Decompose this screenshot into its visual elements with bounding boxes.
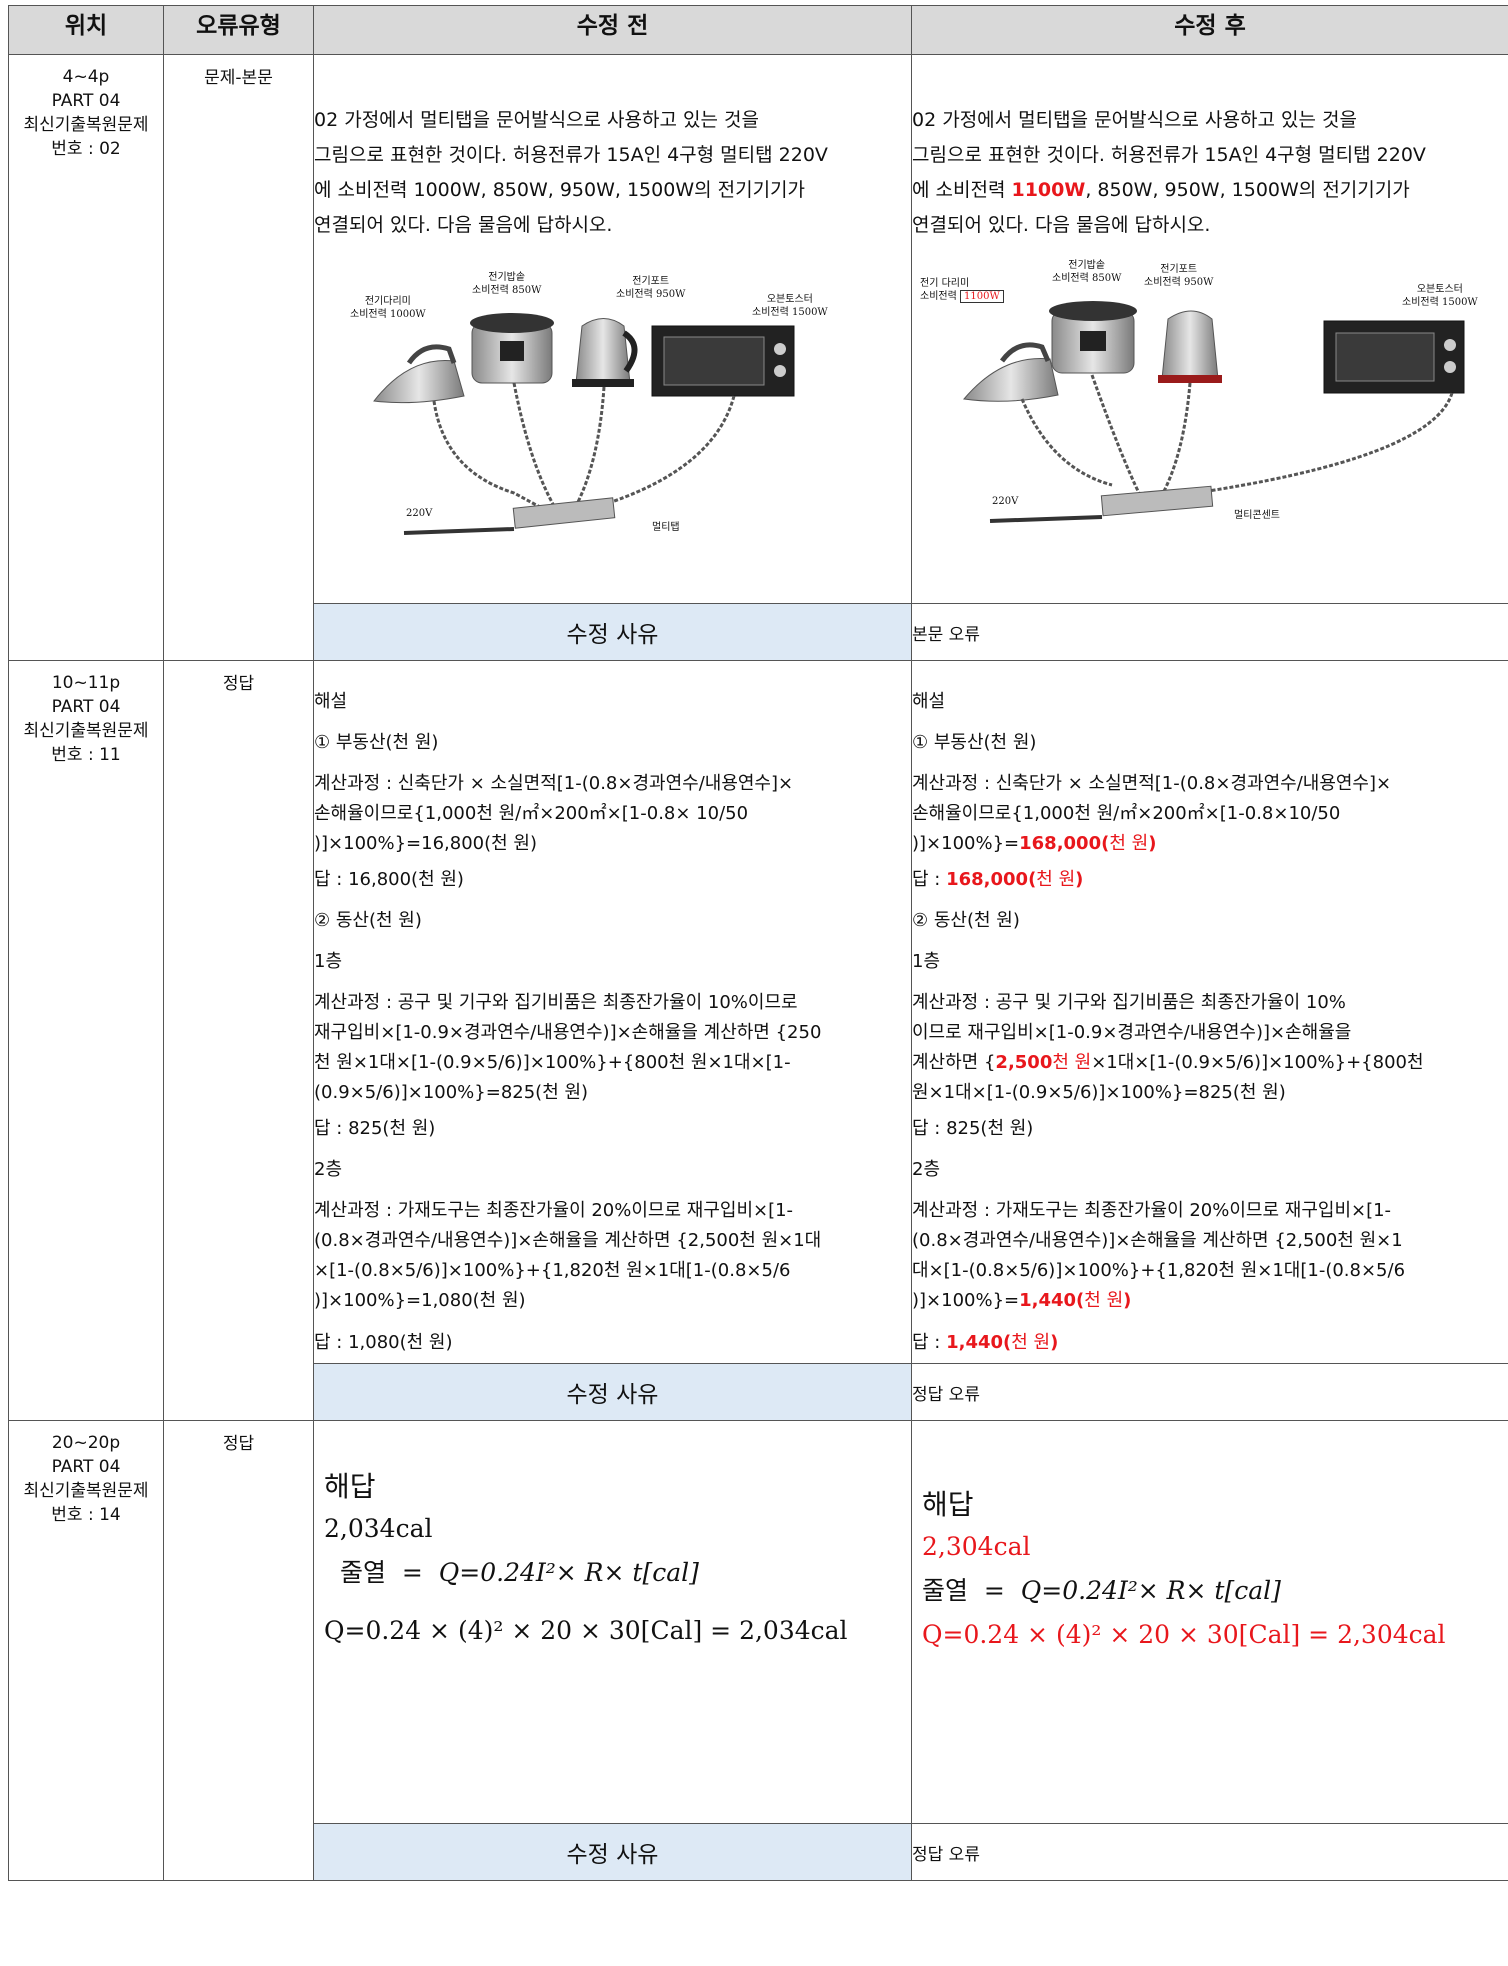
header-error-type: 오류유형 bbox=[163, 5, 314, 55]
rice-cooker-icon bbox=[470, 313, 554, 384]
before-cell: 02 가정에서 멀티탭을 문어발식으로 사용하고 있는 것을 그림으로 표현한 … bbox=[313, 54, 912, 604]
electric-pot-icon bbox=[1158, 310, 1222, 383]
location-cell: 10~11p PART 04 최신기출복원문제 번호 : 11 bbox=[8, 660, 164, 1421]
reason-value: 정답 오류 bbox=[911, 1363, 1508, 1421]
error-type-cell: 문제-본문 bbox=[163, 54, 314, 661]
reason-label: 수정 사유 bbox=[313, 603, 912, 661]
toaster-icon bbox=[651, 325, 795, 397]
after-cell: 02 가정에서 멀티탭을 문어발식으로 사용하고 있는 것을 그림으로 표현한 … bbox=[911, 54, 1508, 604]
header-row: 위치 오류유형 수정 전 수정 후 bbox=[8, 5, 1508, 55]
rice-cooker-icon bbox=[1049, 301, 1137, 374]
multitap-icon bbox=[512, 497, 616, 529]
location-cell: 4~4p PART 04 최신기출복원문제 번호 : 02 bbox=[8, 54, 164, 661]
question-text: 02 가정에서 멀티탭을 문어발식으로 사용하고 있는 것을 그림으로 표현한 … bbox=[912, 109, 1426, 236]
table-row: 4~4p PART 04 최신기출복원문제 번호 : 02 문제-본문 02 가… bbox=[8, 54, 1508, 661]
iron-icon bbox=[373, 344, 465, 404]
electric-pot-icon bbox=[572, 318, 638, 387]
question-text: 02 가정에서 멀티탭을 문어발식으로 사용하고 있는 것을 그림으로 표현한 … bbox=[314, 109, 828, 236]
errata-table: 위치 오류유형 수정 전 수정 후 4~4p PART 04 최신기출복원문제 … bbox=[8, 5, 1508, 1881]
iron-icon bbox=[963, 342, 1059, 402]
header-after: 수정 후 bbox=[911, 5, 1508, 55]
after-cell: 해답 2,304cal 줄열 = Q=0.24I²× R× t[cal] Q=0… bbox=[911, 1420, 1508, 1824]
location-cell: 20~20p PART 04 최신기출복원문제 번호 : 14 bbox=[8, 1420, 164, 1881]
reason-label: 수정 사유 bbox=[313, 1823, 912, 1881]
before-cell: 해설 ① 부동산(천 원) 계산과정 : 신축단가 × 소실면적[1-(0.8×… bbox=[313, 660, 912, 1364]
before-cell: 해답 2,034cal 줄열 = Q=0.24I²× R× t[cal] Q=0… bbox=[313, 1420, 912, 1824]
appliances-drawing bbox=[373, 313, 795, 535]
reason-row: 수정 사유 정답 오류 bbox=[9, 1363, 1508, 1421]
appliances-drawing bbox=[963, 301, 1465, 523]
error-type-cell: 정답 bbox=[163, 660, 314, 1421]
table-row: 10~11p PART 04 최신기출복원문제 번호 : 11 정답 해설 ① … bbox=[8, 660, 1508, 1421]
table-row: 20~20p PART 04 최신기출복원문제 번호 : 14 정답 해답 2,… bbox=[8, 1420, 1508, 1881]
header-before: 수정 전 bbox=[313, 5, 912, 55]
error-type-cell: 정답 bbox=[163, 1420, 314, 1881]
reason-label: 수정 사유 bbox=[313, 1363, 912, 1421]
toaster-icon bbox=[1323, 320, 1465, 394]
header-location: 위치 bbox=[8, 5, 164, 55]
reason-value: 본문 오류 bbox=[911, 603, 1508, 661]
after-cell: 해설 ① 부동산(천 원) 계산과정 : 신축단가 × 소실면적[1-(0.8×… bbox=[911, 660, 1508, 1364]
reason-value: 정답 오류 bbox=[911, 1823, 1508, 1881]
reason-row: 수정 사유 정답 오류 bbox=[9, 1823, 1508, 1881]
reason-row: 수정 사유 본문 오류 bbox=[9, 603, 1508, 661]
multitap-icon bbox=[1100, 485, 1214, 517]
